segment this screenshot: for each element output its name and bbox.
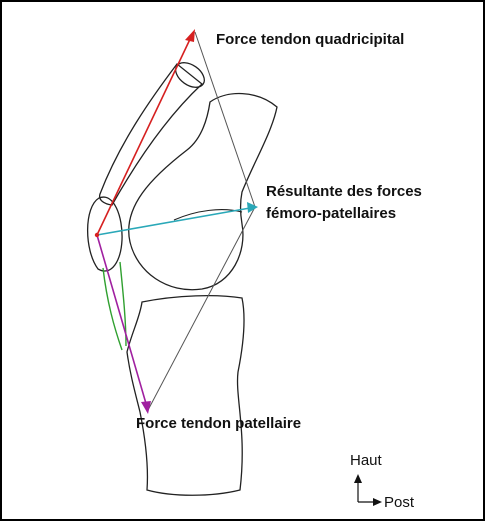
patellar-force-vector (97, 235, 147, 407)
quadriceps-force-vector (97, 35, 192, 235)
tibia-outline (127, 296, 244, 496)
patellar-ligament (103, 262, 126, 350)
patellar-force-arrowhead (141, 401, 151, 414)
orientation-right-arrowhead (373, 498, 382, 506)
resultant-force-vector (97, 208, 250, 235)
construction-line-parallel-patellar (195, 32, 255, 207)
construction-line-parallel-quadriceps (147, 207, 255, 412)
resultant-force-label-line2: fémoro-patellaires (266, 204, 396, 224)
orientation-up-label: Haut (350, 452, 382, 470)
quadriceps-force-arrowhead (185, 29, 195, 42)
quadriceps-force-label: Force tendon quadricipital (216, 30, 404, 50)
orientation-right-label: Post (384, 494, 414, 512)
patellar-force-label: Force tendon patellaire (136, 414, 301, 434)
force-origin-point (95, 233, 99, 237)
resultant-force-label-line1: Résultante des forces (266, 182, 422, 202)
orientation-up-arrowhead (354, 474, 362, 483)
